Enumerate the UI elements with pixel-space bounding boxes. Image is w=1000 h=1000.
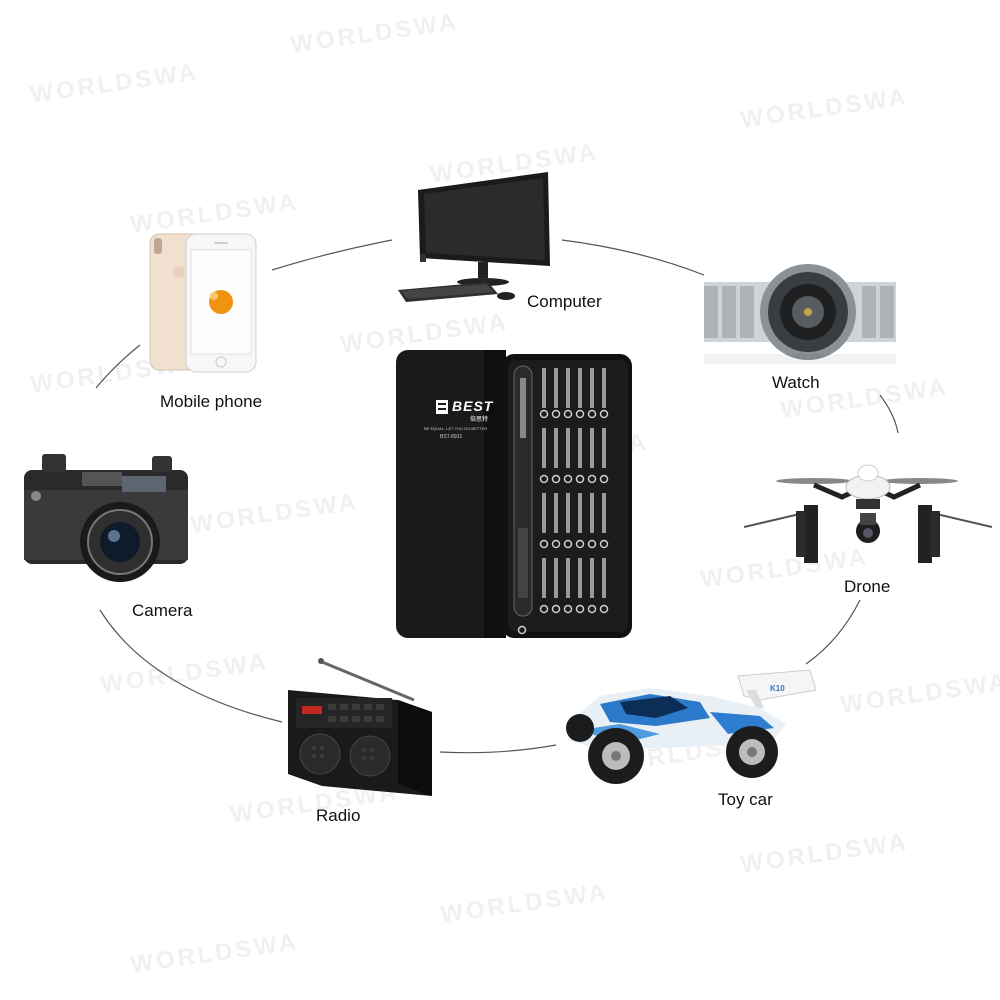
screwdriver-kit-case: BEST 倍思特 BE EQUAL, LET YOU DO BETTER BST… bbox=[394, 348, 634, 640]
label-drone: Drone bbox=[844, 577, 891, 596]
mobile-phone-icon bbox=[148, 232, 258, 374]
brand-tagline: BE EQUAL, LET YOU DO BETTER bbox=[424, 426, 488, 431]
brand-cjk: 倍思特 bbox=[470, 417, 489, 423]
toy-car-icon: K10 bbox=[560, 668, 822, 786]
car-number: K10 bbox=[770, 684, 785, 693]
model-number: BST-8931 bbox=[440, 434, 463, 440]
label-computer: Computer bbox=[527, 292, 602, 311]
computer-icon bbox=[398, 170, 554, 310]
brand-text: BEST bbox=[452, 398, 494, 414]
label-camera: Camera bbox=[132, 601, 193, 620]
camera-icon bbox=[22, 450, 192, 592]
drone-icon bbox=[744, 455, 992, 571]
label-watch: Watch bbox=[772, 373, 820, 392]
watch-icon bbox=[704, 258, 896, 364]
label-radio: Radio bbox=[316, 806, 361, 825]
label-mobile-phone: Mobile phone bbox=[160, 392, 263, 411]
label-toy-car: Toy car bbox=[718, 790, 773, 809]
radio-icon bbox=[286, 656, 434, 798]
